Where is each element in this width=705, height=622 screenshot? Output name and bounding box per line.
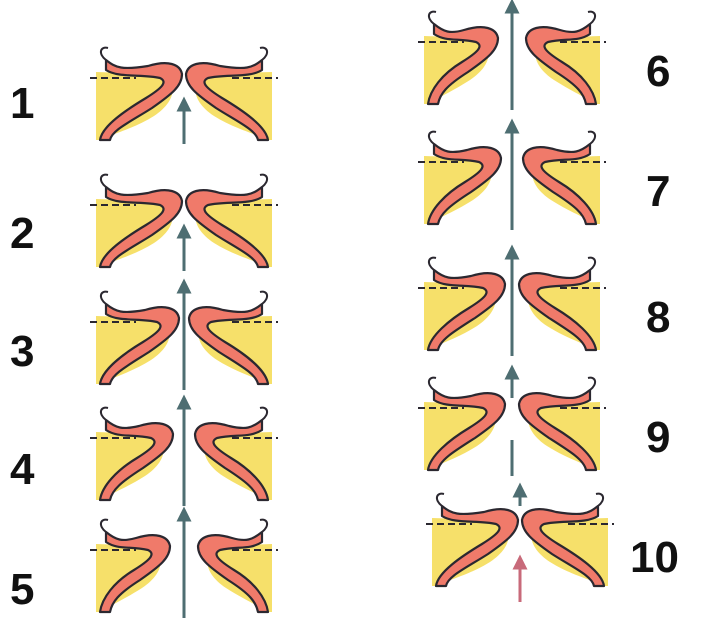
fold-tip-left: [101, 408, 108, 420]
frame-number: 8: [646, 293, 670, 342]
fold-tip-right: [588, 12, 595, 24]
fold-tip-left: [437, 494, 444, 506]
fold-tip-right: [260, 520, 267, 532]
frame-10: [426, 490, 614, 602]
fold-tip-right: [260, 292, 267, 304]
fold-tip-left: [429, 12, 436, 24]
frame-number: 4: [10, 445, 35, 494]
fold-tip-right: [588, 258, 595, 270]
frame-number: 6: [646, 47, 670, 96]
fold-tip-left: [101, 175, 108, 187]
fold-tip-right: [596, 494, 603, 506]
frame-number: 5: [10, 565, 34, 614]
frame-1: [90, 48, 278, 144]
frame-number: 1: [10, 79, 34, 128]
frame-2: [90, 175, 278, 271]
fold-tip-right: [588, 132, 595, 144]
frame-4: [90, 402, 278, 506]
fold-tip-right: [260, 48, 267, 60]
frame-number: 10: [630, 533, 679, 582]
fold-tip-right: [260, 175, 267, 187]
frame-number: 7: [646, 167, 670, 216]
frame-6: [418, 6, 606, 110]
frame-7: [418, 126, 606, 230]
fold-tip-left: [101, 520, 108, 532]
frame-9: [418, 372, 606, 476]
frame-5: [90, 514, 278, 618]
frame-number: 3: [10, 327, 34, 376]
frame-8: [418, 252, 606, 356]
fold-tip-left: [101, 48, 108, 60]
fold-tip-left: [101, 292, 108, 304]
frame-number: 9: [646, 413, 670, 462]
fold-tip-right: [260, 408, 267, 420]
fold-tip-left: [429, 378, 436, 390]
frame-number: 2: [10, 209, 34, 258]
fold-tip-right: [588, 378, 595, 390]
fold-tip-left: [429, 132, 436, 144]
frame-3: [90, 286, 278, 390]
fold-tip-left: [429, 258, 436, 270]
